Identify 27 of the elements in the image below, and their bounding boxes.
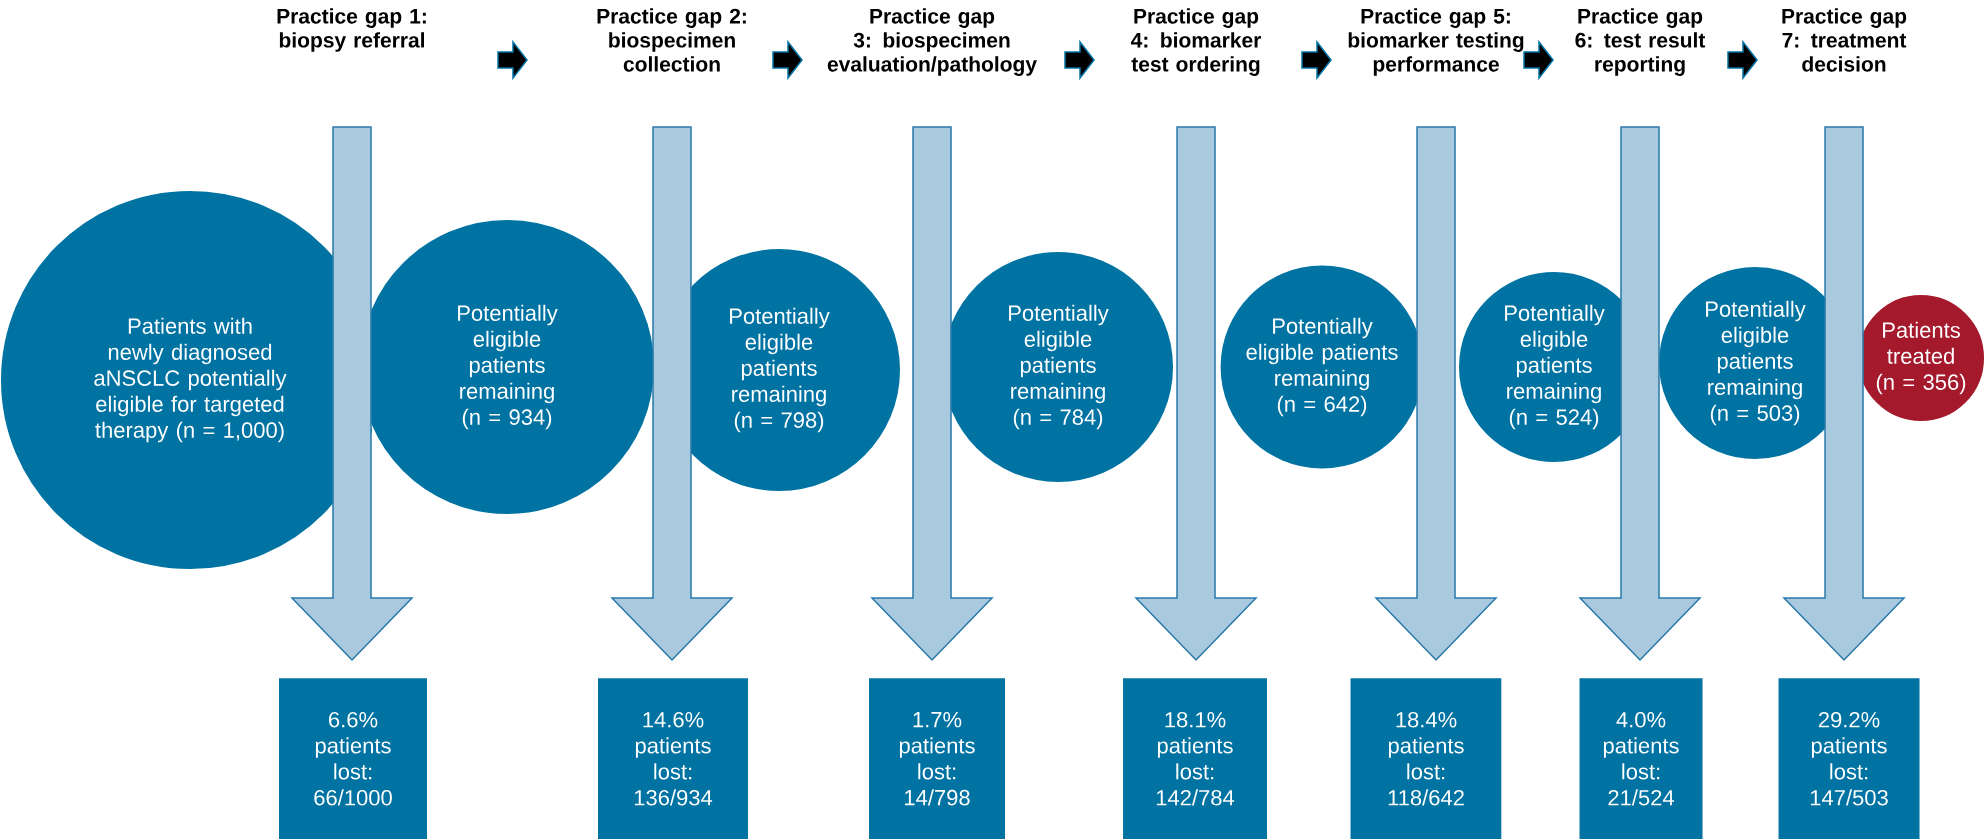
down-arrow [1578,126,1702,662]
down-arrow [610,126,734,662]
down-arrow [290,126,414,662]
down-arrow [870,126,994,662]
gap-heading: Practice gap 2: biospecimen collection [597,8,746,72]
chevron-arrow [1301,39,1332,81]
gap-heading: Practice gap 5: biomarker testing performance [1348,8,1524,76]
down-arrow [1782,126,1906,662]
loss-box: 1.7% patients lost: 14/798 [869,678,1005,839]
loss-box: 18.4% patients lost: 118/642 [1350,678,1502,839]
chevron-arrow [497,39,528,81]
gap-heading: Practice gap 6: test result reporting [1575,8,1706,76]
gap-heading: Practice gap 1: biopsy referral [277,8,426,52]
chevron-arrow [1523,39,1554,81]
gap-heading: Practice gap 3: biospecimen evaluation/pathology [827,8,1037,76]
loss-box: 14.6% patients lost: 136/934 [598,678,748,839]
loss-box: 4.0% patients lost: 21/524 [1579,678,1703,839]
chevron-arrow [1064,39,1095,81]
loss-box: 29.2% patients lost: 147/503 [1778,678,1920,839]
down-arrow [1374,126,1498,662]
chevron-arrow [772,39,803,81]
gap-heading: Practice gap 7: treatment decision [1782,8,1907,72]
down-arrow [1134,126,1258,662]
gap-heading: Practice gap 4: biomarker test ordering [1130,8,1261,76]
chevron-arrow [1727,39,1758,81]
loss-box: 6.6% patients lost: 66/1000 [279,678,427,839]
loss-box: 18.1% patients lost: 142/784 [1123,678,1267,839]
